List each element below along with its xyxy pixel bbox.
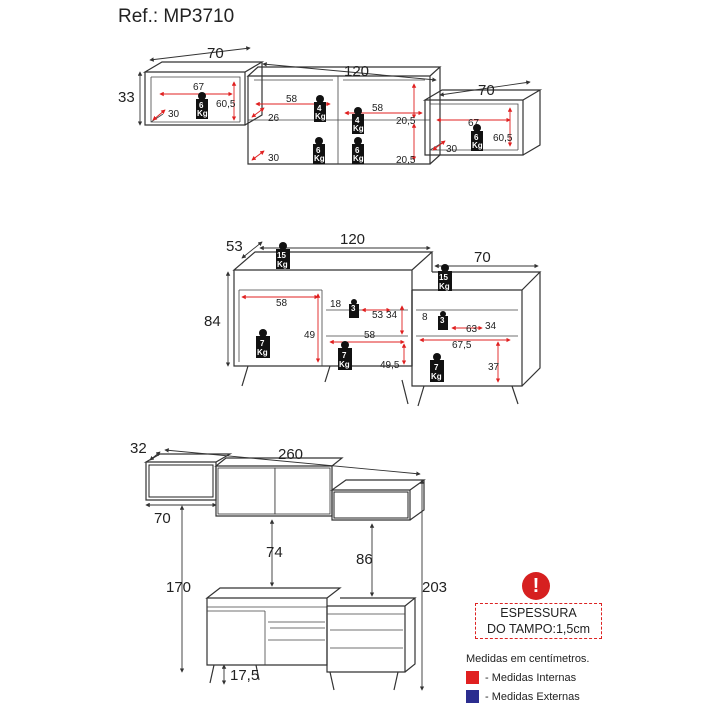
svg-text:4: 4	[317, 104, 322, 113]
svg-text:Kg: Kg	[439, 282, 450, 291]
main-right-shelf-depth: 18	[330, 299, 342, 310]
side-shelf-depth: 8	[422, 312, 428, 323]
elevation-upper-width: 70	[154, 510, 171, 527]
weight-icon: 4Kg	[352, 107, 364, 134]
svg-text:3: 3	[351, 304, 356, 313]
svg-text:6: 6	[474, 133, 479, 142]
main-right-width: 53	[372, 310, 384, 321]
elevation-gap-side: 86	[356, 551, 373, 568]
elevation-total-width: 260	[278, 446, 303, 463]
right-inner-width: 67	[468, 118, 480, 129]
main-right-height: 34	[386, 310, 398, 321]
legend-external-label: - Medidas Externas	[485, 690, 580, 703]
weight-icon: 6Kg	[313, 137, 325, 164]
center-lower-depth: 30	[268, 153, 280, 164]
top-right-width: 70	[478, 82, 495, 99]
base-cabinet-diagram: 53 120 70 84 58 49 18 53 34 58 49,5 8 63…	[204, 231, 542, 407]
center-inner-width-2: 58	[372, 103, 384, 114]
side-height: 34	[485, 321, 497, 332]
external-swatch	[466, 690, 479, 703]
svg-text:7: 7	[434, 363, 439, 372]
reference-code: Ref.: MP3710	[118, 6, 235, 27]
base-side-width: 70	[474, 249, 491, 266]
svg-text:7: 7	[342, 351, 347, 360]
legend-internal-label: - Medidas Internas	[485, 671, 577, 684]
weight-icon: 7Kg	[338, 341, 352, 370]
main-left-width: 58	[276, 298, 288, 309]
top-center-width: 120	[344, 63, 369, 80]
svg-text:15: 15	[277, 251, 286, 260]
weight-icon: 6Kg	[471, 124, 483, 151]
notice-line-1: ESPESSURA	[500, 606, 577, 620]
weight-icon: 6Kg	[196, 92, 208, 119]
svg-text:15: 15	[439, 273, 448, 282]
notice-line-2: DO TAMPO:1,5cm	[486, 622, 591, 636]
svg-text:7: 7	[260, 339, 265, 348]
weight-icon: 7Kg	[430, 353, 444, 382]
elevation-leg-height: 17,5	[230, 667, 259, 684]
side-lower-height: 37	[488, 362, 500, 373]
svg-text:Kg: Kg	[472, 141, 483, 150]
elevation-base-height: 170	[166, 579, 191, 596]
weight-icon: 4Kg	[314, 95, 326, 122]
base-height: 84	[204, 313, 221, 330]
svg-text:Kg: Kg	[353, 124, 364, 133]
legend: Medidas em centímetros. - Medidas Intern…	[466, 649, 590, 706]
wall-cabinet-diagram: 70 120 70 33 67 60,5 30 58 58 20,5 20,5 …	[118, 45, 543, 166]
elevation-gap-main: 74	[266, 544, 283, 561]
legend-external: - Medidas Externas	[466, 687, 590, 706]
left-depth: 30	[168, 109, 180, 120]
weight-icon: 3	[438, 311, 448, 330]
svg-text:Kg: Kg	[257, 348, 268, 357]
right-depth: 30	[446, 144, 458, 155]
svg-text:6: 6	[316, 146, 321, 155]
elevation-depth: 32	[130, 440, 147, 457]
left-inner-height: 60,5	[216, 99, 236, 110]
base-main-width: 120	[340, 231, 365, 248]
right-inner-height: 60,5	[493, 133, 513, 144]
center-upper-depth: 26	[268, 113, 280, 124]
legend-units: Medidas em centímetros.	[466, 652, 590, 665]
svg-text:Kg: Kg	[339, 360, 350, 369]
weight-icon: 7Kg	[256, 329, 270, 358]
svg-text:6: 6	[199, 101, 204, 110]
weight-icon: 3	[349, 299, 359, 318]
thickness-notice: ESPESSURA DO TAMPO:1,5cm	[475, 603, 602, 639]
svg-text:Kg: Kg	[314, 154, 325, 163]
svg-text:Kg: Kg	[315, 112, 326, 121]
center-upper-height: 20,5	[396, 116, 416, 127]
main-right-lower-height: 49,5	[380, 360, 400, 371]
svg-text:Kg: Kg	[353, 154, 364, 163]
left-inner-width: 67	[193, 82, 205, 93]
center-lower-height: 20,5	[396, 155, 416, 166]
top-height: 33	[118, 89, 135, 106]
elevation-total-height: 203	[422, 579, 447, 596]
svg-text:Kg: Kg	[277, 260, 288, 269]
exclamation-icon: !	[522, 572, 550, 600]
weight-icon: 6Kg	[352, 137, 364, 164]
internal-swatch	[466, 671, 479, 684]
svg-text:4: 4	[355, 116, 360, 125]
legend-internal: - Medidas Internas	[466, 668, 590, 687]
elevation-diagram: 32 260 70 74 86 170 203 17,5	[130, 440, 447, 691]
side-width: 63	[466, 324, 478, 335]
main-right-lower-width: 58	[364, 330, 376, 341]
top-left-width: 70	[207, 45, 224, 62]
svg-text:3: 3	[440, 316, 445, 325]
base-depth: 53	[226, 238, 243, 255]
svg-text:Kg: Kg	[431, 372, 442, 381]
center-inner-width-1: 58	[286, 94, 298, 105]
svg-text:6: 6	[355, 146, 360, 155]
main-left-height: 49	[304, 330, 316, 341]
svg-text:Kg: Kg	[197, 109, 208, 118]
side-lower-width: 67,5	[452, 340, 472, 351]
